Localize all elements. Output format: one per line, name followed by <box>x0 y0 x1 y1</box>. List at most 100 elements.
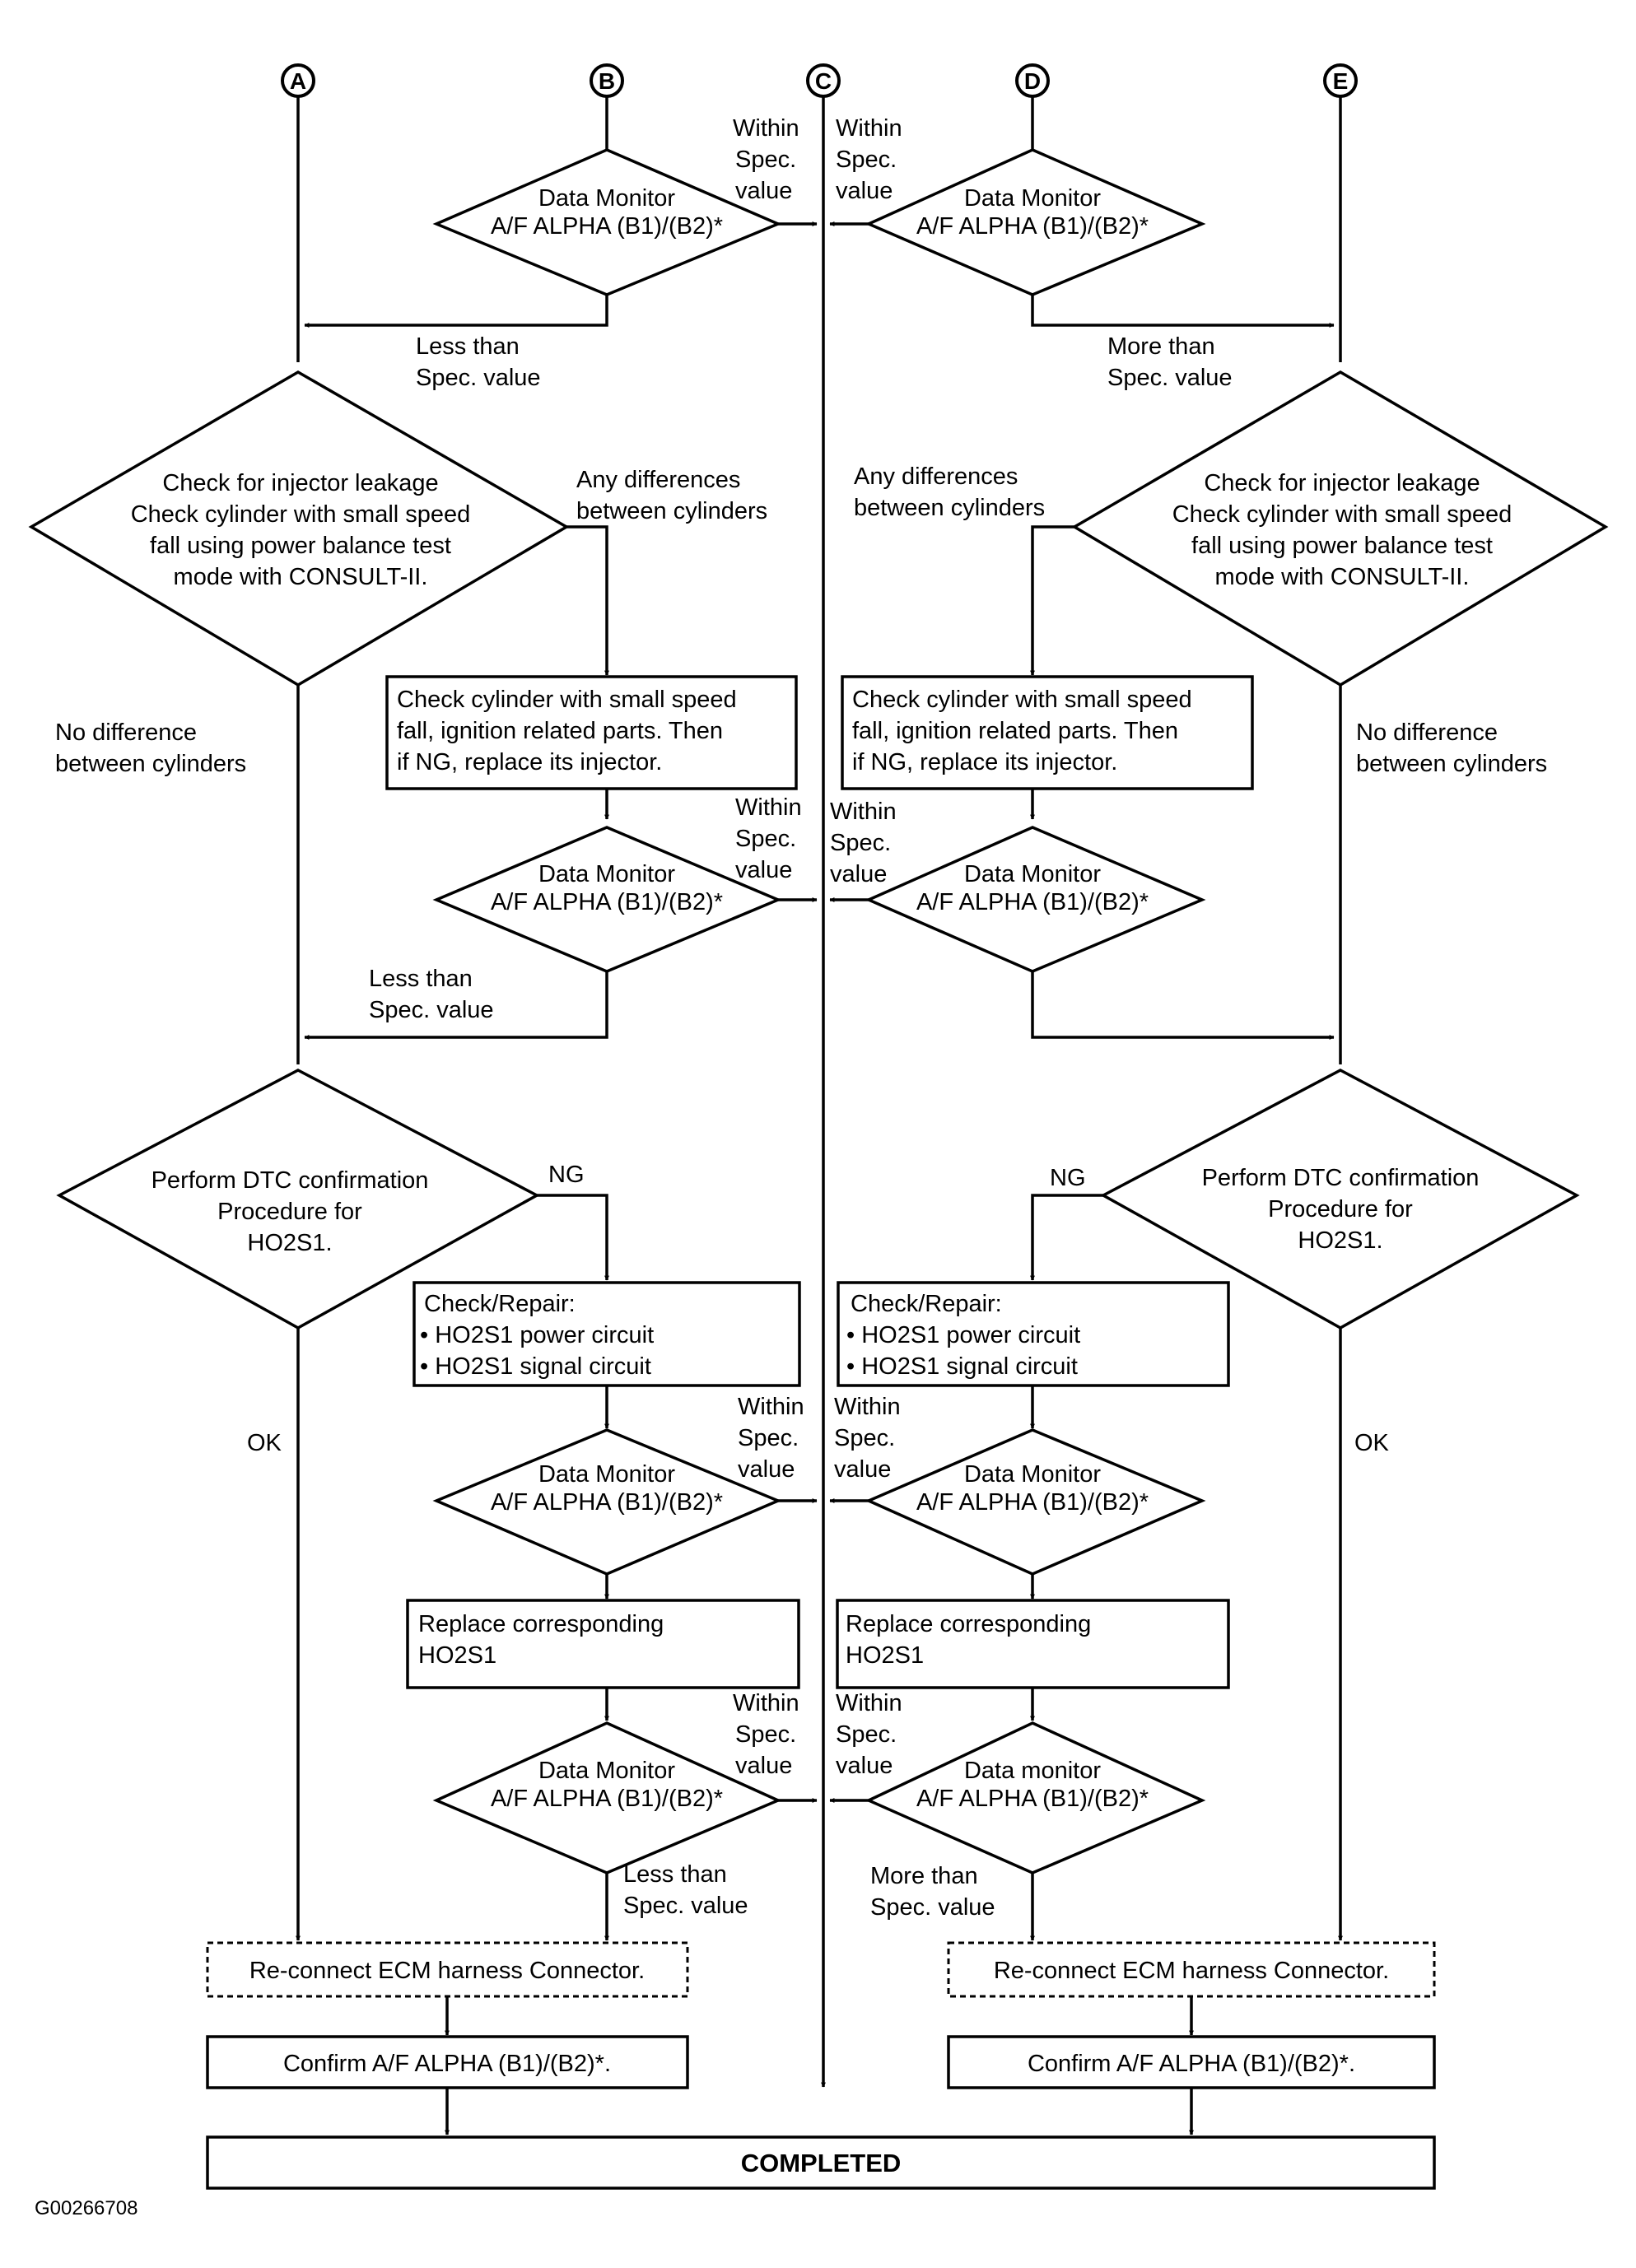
svg-text:Re-connect ECM harness Connect: Re-connect ECM harness Connector. <box>249 1958 645 1984</box>
ok-label-right: OK <box>1354 1430 1390 1456</box>
connector-c-label: C <box>815 68 832 94</box>
svg-text:Within: Within <box>735 794 802 821</box>
svg-text:Data Monitor: Data Monitor <box>964 861 1101 887</box>
svg-text:Check for injector leakage: Check for injector leakage <box>1204 470 1480 496</box>
less-than-label-r1: Less than Spec. value <box>416 333 541 391</box>
repair-box-left: Check/Repair: • HO2S1 power circuit • HO… <box>412 1281 801 1387</box>
svg-text:Perform DTC confirmation: Perform DTC confirmation <box>151 1167 429 1194</box>
svg-text:Check for injector leakage: Check for injector leakage <box>162 470 438 496</box>
svg-text:Less than: Less than <box>416 333 520 360</box>
svg-text:Check/Repair:: Check/Repair: <box>851 1291 1002 1317</box>
no-diff-label-right: No difference between cylinders <box>1356 720 1547 777</box>
connector-a: A <box>281 63 315 98</box>
within-label-r3-left: Within Spec. value <box>738 1394 804 1483</box>
svg-text:Within: Within <box>834 1394 901 1420</box>
within-label-r1-right: Within Spec. value <box>836 115 902 204</box>
svg-text:A/F ALPHA (B1)/(B2)*: A/F ALPHA (B1)/(B2)* <box>916 1786 1149 1812</box>
svg-text:Spec.: Spec. <box>834 1425 895 1451</box>
injector-check-diamond-right: Check for injector leakage Check cylinde… <box>1071 370 1609 687</box>
completed-box: COMPLETED <box>206 2135 1436 2190</box>
connector-e-label: E <box>1333 68 1349 94</box>
ok-label-left: OK <box>247 1430 282 1456</box>
svg-text:Re-connect ECM harness Connect: Re-connect ECM harness Connector. <box>994 1958 1389 1984</box>
within-label-r1-left: Within Spec. value <box>733 115 799 204</box>
svg-text:mode with CONSULT-II.: mode with CONSULT-II. <box>1215 564 1470 590</box>
monitor-diamond-row3-right: Data Monitor A/F ALPHA (B1)/(B2)* <box>865 1428 1206 1576</box>
monitor-diamond-row4-left: Data Monitor A/F ALPHA (B1)/(B2)* <box>432 1721 782 1874</box>
reconnect-box-left: Re-connect ECM harness Connector. <box>206 1941 689 1998</box>
svg-text:HO2S1: HO2S1 <box>846 1642 924 1669</box>
ignition-check-box-left: Check cylinder with small speed fall, ig… <box>385 675 798 790</box>
monitor-diamond-row2-right: Data Monitor A/F ALPHA (B1)/(B2)* <box>865 826 1206 973</box>
connector-a-label: A <box>290 68 306 94</box>
svg-text:value: value <box>836 178 893 204</box>
monitor-diamond-row1-left: Data Monitor A/F ALPHA (B1)/(B2)* <box>432 148 782 296</box>
svg-text:value: value <box>735 857 792 883</box>
dtc-check-diamond-left: Perform DTC confirmation Procedure for H… <box>56 1069 540 1330</box>
svg-text:Data Monitor: Data Monitor <box>538 861 675 887</box>
svg-text:HO2S1: HO2S1 <box>418 1642 496 1669</box>
svg-text:Less than: Less than <box>369 966 473 992</box>
svg-text:A/F ALPHA (B1)/(B2)*: A/F ALPHA (B1)/(B2)* <box>916 889 1149 915</box>
ignition-check-box-right: Check cylinder with small speed fall, ig… <box>841 675 1254 790</box>
svg-text:Less than: Less than <box>623 1861 727 1888</box>
svg-text:HO2S1.: HO2S1. <box>247 1230 332 1256</box>
svg-text:Replace corresponding: Replace corresponding <box>846 1611 1091 1637</box>
less-than-label-r4: Less than Spec. value <box>623 1861 748 1919</box>
monitor-param: A/F ALPHA (B1)/(B2)* <box>916 213 1149 240</box>
confirm-box-right: Confirm A/F ALPHA (B1)/(B2)*. <box>947 2035 1436 2089</box>
svg-text:A/F ALPHA (B1)/(B2)*: A/F ALPHA (B1)/(B2)* <box>916 1489 1149 1516</box>
figure-id: G00266708 <box>35 2197 137 2219</box>
svg-text:between cylinders: between cylinders <box>854 495 1045 521</box>
svg-text:More than: More than <box>1107 333 1215 360</box>
connector-e: E <box>1323 63 1358 98</box>
any-diff-label-left: Any differences between cylinders <box>576 467 767 524</box>
svg-text:value: value <box>836 1753 893 1779</box>
svg-text:Spec.: Spec. <box>836 147 897 173</box>
more-than-label-r4: More than Spec. value <box>870 1863 995 1921</box>
svg-text:• HO2S1 signal circuit: • HO2S1 signal circuit <box>420 1353 651 1380</box>
svg-text:Replace corresponding: Replace corresponding <box>418 1611 664 1637</box>
svg-text:Spec. value: Spec. value <box>870 1894 995 1921</box>
line-right-any-diff <box>1030 525 1074 676</box>
within-label-r4-left: Within Spec. value <box>733 1690 799 1779</box>
line-r2-right-more <box>1031 971 1335 1040</box>
more-than-label-r1: More than Spec. value <box>1107 333 1233 391</box>
svg-text:Check/Repair:: Check/Repair: <box>424 1291 576 1317</box>
svg-text:between cylinders: between cylinders <box>1356 751 1547 777</box>
connector-b: B <box>590 63 624 98</box>
svg-text:Data Monitor: Data Monitor <box>964 1461 1101 1488</box>
monitor-diamond-row4-right: Data monitor A/F ALPHA (B1)/(B2)* <box>865 1721 1206 1874</box>
svg-text:Spec.: Spec. <box>830 830 891 856</box>
svg-text:fall, ignition related parts.: fall, ignition related parts. Then <box>852 718 1178 744</box>
svg-text:No difference: No difference <box>55 720 197 746</box>
svg-text:• HO2S1 power circuit: • HO2S1 power circuit <box>846 1322 1080 1348</box>
within-label-r4-right: Within Spec. value <box>836 1690 902 1779</box>
dtc-check-diamond-right: Perform DTC confirmation Procedure for H… <box>1100 1069 1580 1330</box>
line-left-any-diff <box>566 525 609 676</box>
connector-b-label: B <box>599 68 615 94</box>
monitor-title: Data Monitor <box>964 185 1101 212</box>
svg-text:Check cylinder with small spee: Check cylinder with small speed <box>397 687 737 713</box>
svg-text:Spec. value: Spec. value <box>416 365 541 391</box>
svg-text:Spec.: Spec. <box>735 826 796 852</box>
svg-text:More than: More than <box>870 1863 978 1889</box>
ng-label-right: NG <box>1050 1165 1086 1191</box>
less-than-label-r2: Less than Spec. value <box>369 966 494 1023</box>
svg-text:Within: Within <box>836 1690 902 1716</box>
line-r1-left-less <box>304 295 608 328</box>
svg-text:Within: Within <box>836 115 902 142</box>
svg-text:A/F ALPHA (B1)/(B2)*: A/F ALPHA (B1)/(B2)* <box>491 1489 723 1516</box>
monitor-title: Data Monitor <box>538 185 675 212</box>
svg-text:between cylinders: between cylinders <box>55 751 246 777</box>
svg-text:fall using power balance test: fall using power balance test <box>1191 533 1493 559</box>
within-label-r3-right: Within Spec. value <box>834 1394 901 1483</box>
svg-text:Spec.: Spec. <box>735 1721 796 1748</box>
monitor-diamond-row2-left: Data Monitor A/F ALPHA (B1)/(B2)* <box>432 826 782 973</box>
monitor-diamond-row3-left: Data Monitor A/F ALPHA (B1)/(B2)* <box>432 1428 782 1576</box>
svg-text:if NG, replace its injector.: if NG, replace its injector. <box>852 749 1117 775</box>
line-r2-left-less <box>304 971 608 1040</box>
any-diff-label-right: Any differences between cylinders <box>854 463 1045 521</box>
svg-text:value: value <box>735 178 792 204</box>
